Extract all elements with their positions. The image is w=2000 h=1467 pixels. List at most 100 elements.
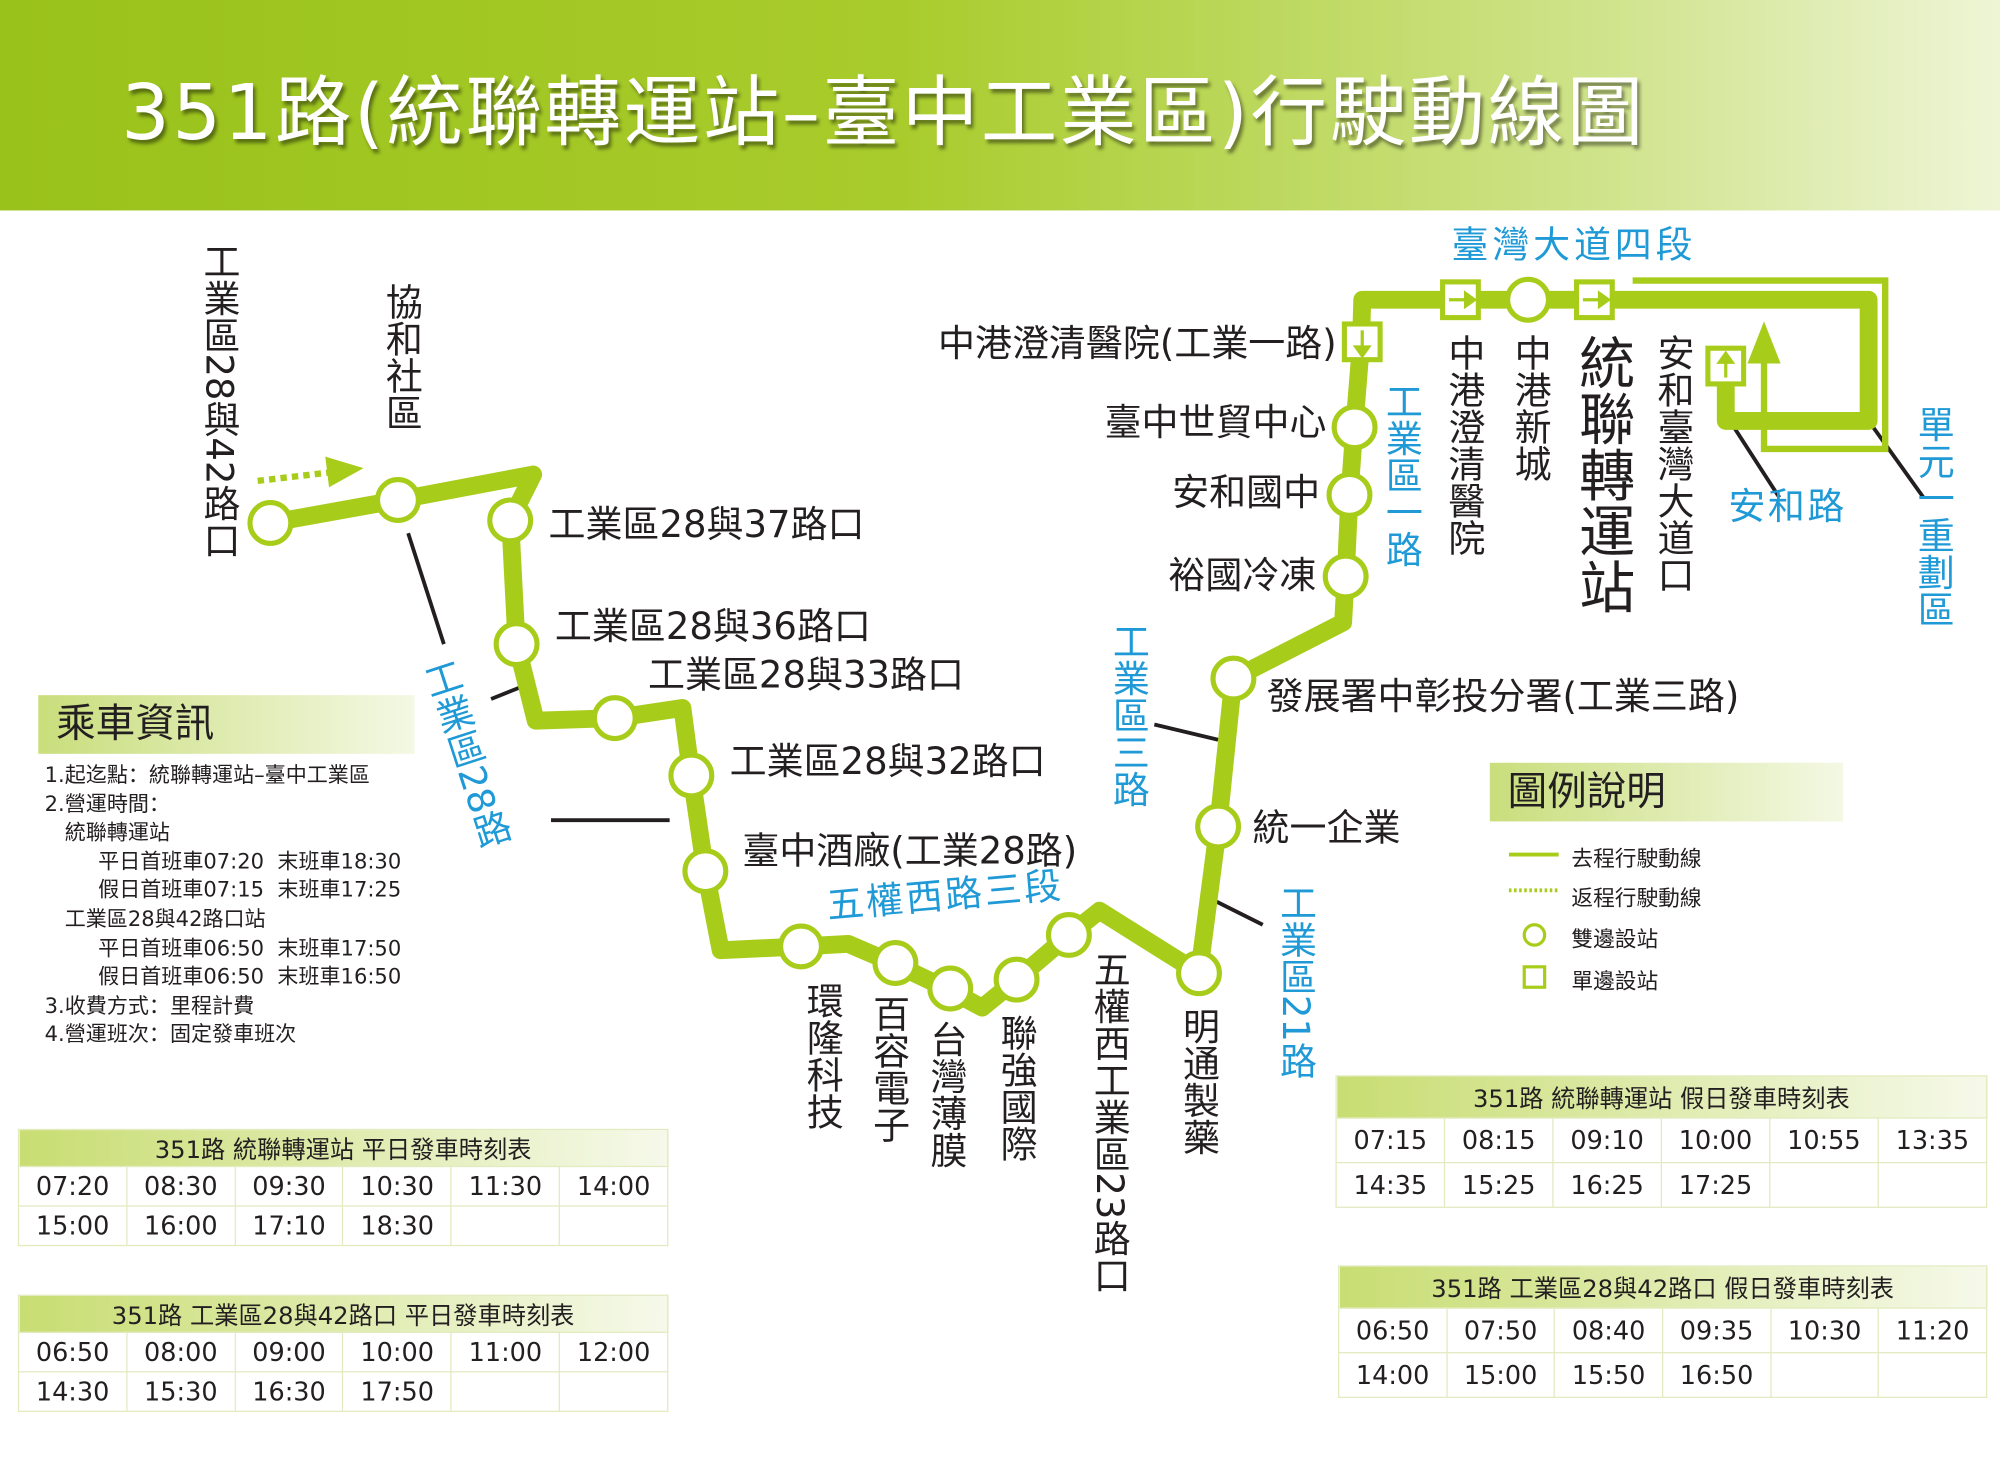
info-line: 工業區28與42路口站 — [44, 906, 266, 932]
title-banner: 351路(統聯轉運站–臺中工業區)行駛動線圖 — [0, 0, 2000, 211]
station-label: 安和國中 — [1172, 470, 1321, 515]
info-title: 乘車資訊 — [38, 695, 415, 754]
station-label: 明通製藥 — [1177, 1007, 1221, 1156]
departure-time: 13:35 — [1877, 1117, 1988, 1164]
departure-time: 07:15 — [1335, 1117, 1446, 1164]
departure-time: 07:20 — [17, 1165, 128, 1207]
station-label: 中港澄清醫院 — [1442, 334, 1486, 557]
departure-time: 15:25 — [1443, 1161, 1554, 1208]
station-circle — [682, 848, 729, 895]
direction-arrows — [1352, 290, 1736, 378]
departure-time: 06:50 — [1338, 1307, 1448, 1354]
station-label: 工業區28與32路口 — [729, 739, 1046, 784]
departure-time — [1769, 1161, 1879, 1208]
departure-time: 10:00 — [1660, 1117, 1771, 1164]
station-circle — [1505, 276, 1552, 323]
station-label: 工業區28與37路口 — [548, 502, 865, 546]
info-line: 假日首班車06:50 末班車16:50 — [44, 964, 402, 989]
right-arrow-icon — [325, 456, 364, 488]
station-circle — [493, 621, 540, 668]
departure-time: 14:35 — [1335, 1161, 1446, 1208]
departure-time: 08:40 — [1553, 1307, 1664, 1354]
station-label: 台灣薄膜 — [924, 1020, 969, 1169]
departure-time: 15:30 — [126, 1371, 236, 1412]
timetable-title: 351路 統聯轉運站 假日發車時刻表 — [1335, 1075, 1988, 1119]
station-circle — [993, 956, 1040, 1003]
departure-time: 10:00 — [342, 1331, 452, 1373]
info-line: 3.收費方式：里程計費 — [44, 993, 255, 1018]
station-label: 協和社區 — [380, 283, 424, 432]
station-label: 臺中酒廠(工業28路) — [742, 829, 1078, 873]
station-label: 五權西工業區23路口 — [1088, 950, 1132, 1294]
departure-time: 10:55 — [1769, 1117, 1879, 1164]
departure-time: 06:50 — [17, 1331, 128, 1373]
info-line: 平日首班車07:20 末班車18:30 — [44, 849, 402, 874]
info-line: 統聯轉運站 — [44, 820, 170, 845]
departure-time: 08:00 — [126, 1331, 236, 1373]
station-circle — [778, 923, 824, 970]
departure-time — [450, 1205, 561, 1247]
station-circle — [1195, 803, 1242, 850]
station-circle — [1322, 553, 1369, 600]
station-circle — [668, 752, 715, 799]
road-label: 安和路 — [1728, 484, 1847, 529]
station-label: 裕國冷凍 — [1168, 553, 1317, 597]
timetable-title: 351路 工業區28與42路口 假日發車時刻表 — [1338, 1265, 1988, 1309]
departure-time: 12:00 — [558, 1331, 669, 1373]
station-circle — [247, 499, 294, 546]
departure-time: 09:30 — [234, 1165, 344, 1207]
departure-time: 17:50 — [342, 1371, 452, 1412]
departure-time: 09:35 — [1661, 1307, 1772, 1354]
departure-time: 14:30 — [17, 1371, 128, 1412]
station-circle — [487, 497, 534, 544]
departure-time: 09:00 — [234, 1331, 344, 1373]
station-label: 工業區28與42路口 — [197, 242, 242, 559]
station-label: 工業區28與36路口 — [554, 604, 871, 648]
station-label: 工業區28與33路口 — [647, 653, 965, 697]
station-circle — [1210, 655, 1257, 702]
departure-time: 15:00 — [17, 1205, 128, 1247]
station-label: 臺中世貿中心 — [1104, 400, 1327, 444]
departure-time — [1769, 1352, 1880, 1398]
departure-time: 18:30 — [342, 1205, 452, 1247]
station-square — [1440, 279, 1481, 321]
departure-time — [1877, 1161, 1988, 1208]
station-circle — [1326, 471, 1373, 518]
info-line: 2.營運時間： — [44, 791, 170, 816]
station-label: 中港澄清醫院(工業一路) — [937, 321, 1337, 365]
departure-time: 08:15 — [1443, 1117, 1554, 1164]
station-circle — [927, 965, 974, 1012]
departure-time — [558, 1205, 669, 1247]
info-line: 平日首班車06:50 末班車17:50 — [44, 935, 402, 960]
legend-item: 雙邊設站 — [1571, 927, 1659, 953]
timetable-title: 351路 工業區28與42路口 平日發車時刻表 — [17, 1294, 669, 1333]
station-circle — [1331, 404, 1378, 451]
station-circle — [1176, 950, 1222, 997]
departure-time: 11:30 — [450, 1165, 561, 1207]
station-label: 安和臺灣大道口 — [1651, 334, 1696, 594]
station-circle — [591, 695, 638, 742]
info-line: 假日首班車07:15 末班車17:25 — [44, 878, 402, 903]
departure-time — [558, 1371, 669, 1412]
departure-time: 17:10 — [234, 1205, 344, 1247]
info-line: 4.營運班次：固定發車班次 — [44, 1022, 297, 1047]
departure-time: 07:50 — [1445, 1307, 1556, 1354]
timetable-title: 351路 統聯轉運站 平日發車時刻表 — [17, 1128, 669, 1168]
departure-time: 09:10 — [1552, 1117, 1662, 1164]
departure-time: 15:50 — [1553, 1352, 1664, 1398]
legend-item: 去程行駛動線 — [1571, 846, 1702, 873]
page-title: 351路(統聯轉運站–臺中工業區)行駛動線圖 — [121, 68, 1646, 159]
departure-time: 11:00 — [450, 1331, 561, 1373]
return-route-dotted-arrow — [257, 468, 335, 485]
station-label: 百容電子 — [867, 994, 911, 1143]
